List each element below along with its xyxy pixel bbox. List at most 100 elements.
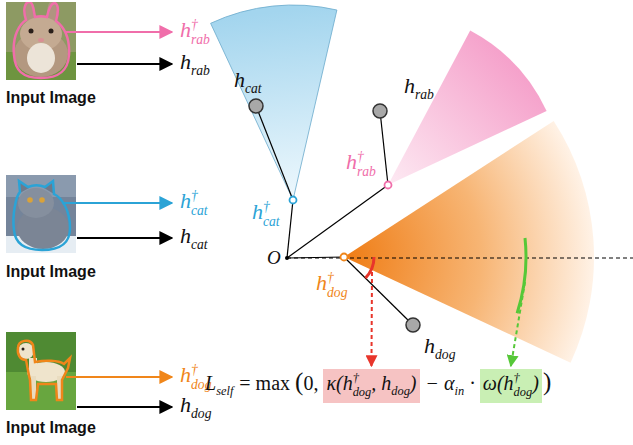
ray xyxy=(287,257,344,258)
ray xyxy=(344,257,413,325)
math-operator: 0, xyxy=(303,372,318,394)
rabbit-eye xyxy=(29,29,34,34)
apex-point xyxy=(290,197,297,204)
rabbit-nose xyxy=(38,38,44,42)
dashed-arrow xyxy=(370,272,373,366)
cat-eye xyxy=(27,197,33,203)
rabbit-photo xyxy=(6,2,76,80)
feature-arrow xyxy=(77,406,172,408)
photo-ground xyxy=(6,2,76,80)
math-subscript: dog xyxy=(514,386,533,400)
math-symbol: ω(h xyxy=(483,372,514,394)
math-operator: · xyxy=(469,372,476,394)
image-caption: Input Image xyxy=(6,89,96,107)
image-caption: Input Image xyxy=(6,263,96,281)
math-subscript: self xyxy=(216,384,233,398)
math-bracket: ( xyxy=(295,368,303,395)
math-label: hcat xyxy=(180,225,208,252)
math-superscript: † xyxy=(514,372,533,386)
math-symbol: h xyxy=(180,362,191,387)
feature-arrow xyxy=(66,31,172,33)
math-symbol: , h xyxy=(371,372,391,394)
math-subscript: dog xyxy=(327,285,347,300)
photo-ground xyxy=(6,332,76,410)
math-symbol: h xyxy=(252,199,263,224)
math-label: h†dog xyxy=(316,270,347,300)
math-subscript: rab xyxy=(415,87,434,102)
math-subscript: rab xyxy=(191,32,210,47)
math-label: h†cat xyxy=(180,188,208,218)
cat-cone xyxy=(211,5,337,200)
math-label: hcat xyxy=(234,69,262,96)
math-label: hdog xyxy=(424,335,455,362)
math-subscript: rab xyxy=(357,164,376,179)
rabbit-chest xyxy=(27,43,55,73)
math-symbol: h xyxy=(424,333,435,358)
math-subscript: cat xyxy=(191,203,208,218)
rabbit-outline xyxy=(14,2,69,78)
photo-ground xyxy=(6,175,76,253)
math-superscript: † xyxy=(357,149,376,164)
feature-arrow xyxy=(62,202,172,204)
apex-point xyxy=(341,254,348,261)
image-panel: Input Image xyxy=(6,175,96,281)
math-symbol: h xyxy=(180,392,191,417)
math-superscript: † xyxy=(191,17,210,32)
dog-eye xyxy=(22,348,25,351)
script-stack: †cat xyxy=(191,188,208,218)
cat-photo xyxy=(6,175,76,253)
math-bracket: ) xyxy=(543,368,551,395)
cat-eye xyxy=(39,197,45,203)
dog-cone xyxy=(344,121,594,363)
math-symbol: ) xyxy=(410,372,417,394)
math-subscript: in xyxy=(455,384,465,398)
script-stack: †rab xyxy=(191,17,210,47)
math-symbol: O xyxy=(267,247,281,268)
script-stack: †cat xyxy=(263,199,280,229)
math-label: h†cat xyxy=(252,199,280,229)
script-stack: †rab xyxy=(357,149,376,179)
cat-outline xyxy=(13,181,70,250)
script-stack: †dog xyxy=(327,270,347,300)
math-symbol: ) xyxy=(532,372,539,394)
apex-point xyxy=(385,182,392,189)
math-subscript: dog xyxy=(435,347,455,362)
math-symbol: h xyxy=(404,73,415,98)
math-symbol: h xyxy=(234,67,245,92)
dog-outline xyxy=(18,341,70,400)
image-panel: Input Image xyxy=(6,2,96,107)
feature-point xyxy=(249,99,263,113)
math-subscript: dog xyxy=(191,406,211,421)
rabbit-eye xyxy=(49,29,54,34)
highlight-term: ω(h†dog) xyxy=(480,369,542,403)
math-label: h†rab xyxy=(346,149,376,179)
ray xyxy=(287,200,293,258)
cat-head xyxy=(18,188,54,218)
dashed-axis xyxy=(287,258,633,259)
math-symbol: κ(h xyxy=(326,372,352,394)
feature-arrow xyxy=(77,63,172,65)
math-symbol: h xyxy=(180,49,191,74)
math-superscript: † xyxy=(191,188,208,203)
math-label: hrab xyxy=(404,75,434,102)
ray xyxy=(287,185,388,258)
origin-point xyxy=(285,256,289,260)
image-panel: Input Image xyxy=(6,332,96,437)
math-symbol: h xyxy=(180,17,191,42)
math-superscript: † xyxy=(263,199,280,214)
math-label: hdog xyxy=(180,394,211,421)
feature-point xyxy=(373,104,387,118)
ray xyxy=(256,106,293,200)
math-subscript: cat xyxy=(245,81,262,96)
math-symbol: h xyxy=(346,149,357,174)
math-symbol: h xyxy=(180,188,191,213)
math-subscript: dog xyxy=(391,384,410,398)
math-label: h†rab xyxy=(180,17,210,47)
math-symbol: h xyxy=(316,270,327,295)
feature-arrow xyxy=(66,376,172,378)
math-subscript: rab xyxy=(191,63,210,78)
math-superscript: † xyxy=(353,372,372,386)
math-subscript: cat xyxy=(263,214,280,229)
math-symbol: h xyxy=(180,223,191,248)
